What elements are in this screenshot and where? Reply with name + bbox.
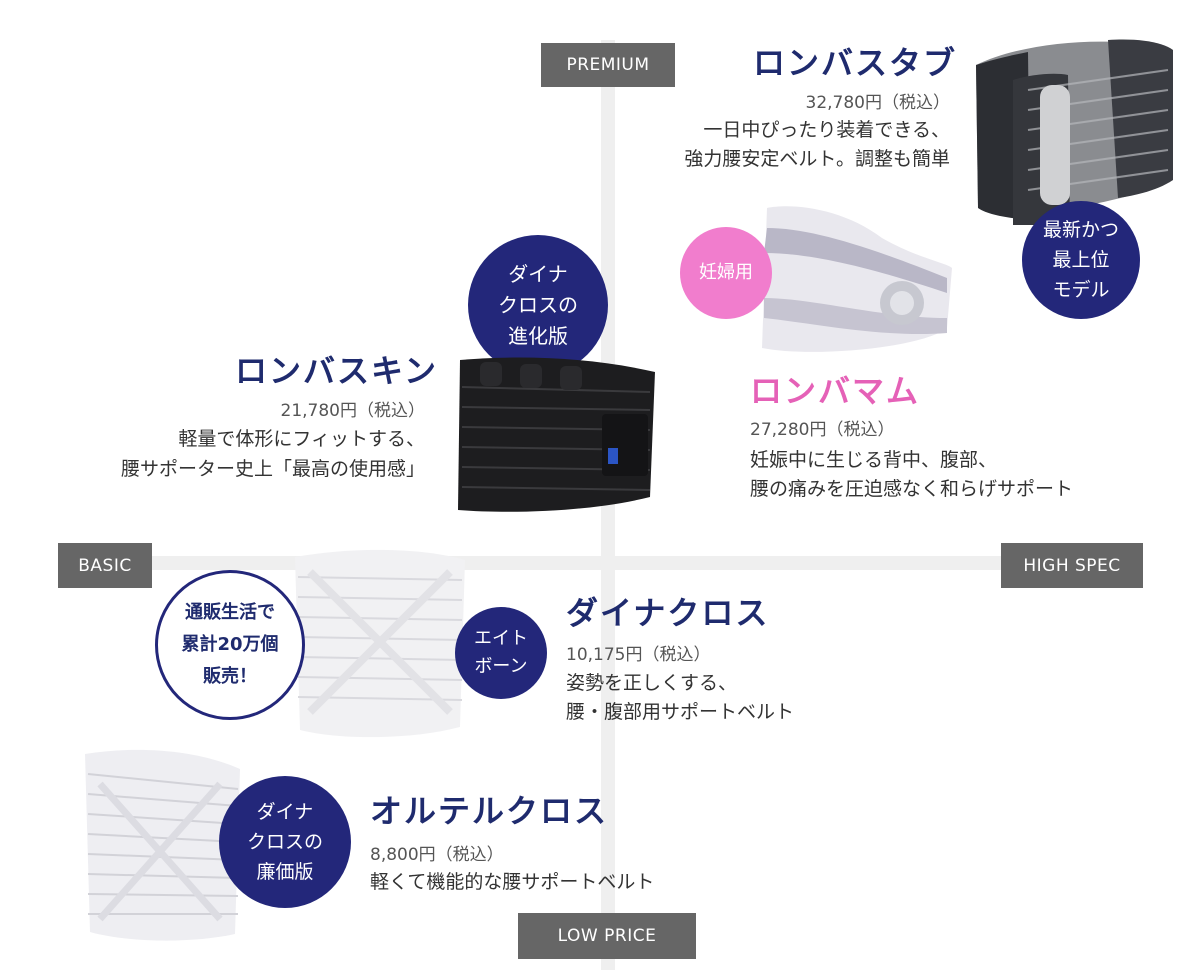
product-desc-lonbaskin-1: 軽量で体形にフィットする、 xyxy=(178,428,425,450)
product-desc-lonbamam-2: 腰の痛みを圧迫感なく和らげサポート xyxy=(750,478,1074,500)
badge-orteru-budget: ダイナ クロスの 廉価版 xyxy=(219,776,351,908)
orteru-belt-image xyxy=(85,749,240,941)
lonbaskin-belt-image xyxy=(458,357,655,512)
product-price-dynacross: 10,175円（税込） xyxy=(566,645,711,665)
badge-lonbamam-maternity: 妊婦用 xyxy=(680,227,772,319)
lonbamam-belt-image xyxy=(762,206,952,352)
product-name-lonbamam: ロンバマム xyxy=(750,372,921,410)
badge-dynacross-sales: 通販生活で 累計20万個 販売！ xyxy=(155,570,305,720)
badge-lonbastab-latest: 最新かつ 最上位 モデル xyxy=(1022,201,1140,319)
product-name-lonbastab: ロンバスタブ xyxy=(753,44,958,82)
product-desc-dynacross-2: 腰・腹部用サポートベルト xyxy=(566,701,795,723)
axis-label-high-spec: HIGH SPEC xyxy=(1001,543,1143,588)
product-desc-dynacross-1: 姿勢を正しくする、 xyxy=(566,672,738,694)
product-price-lonbastab: 32,780円（税込） xyxy=(805,93,950,113)
product-desc-lonbaskin-2: 腰サポーター史上「最高の使用感」 xyxy=(120,458,425,480)
product-name-lonbaskin: ロンバスキン xyxy=(235,352,439,390)
dynacross-belt-image xyxy=(295,549,465,738)
axis-label-basic: BASIC xyxy=(58,543,152,588)
axis-label-low-price: LOW PRICE xyxy=(518,913,696,959)
product-price-lonbaskin: 21,780円（税込） xyxy=(280,401,425,421)
badge-dynacross-eightbone: エイト ボーン xyxy=(455,607,547,699)
product-price-lonbamam: 27,280円（税込） xyxy=(750,420,895,440)
badge-lonbaskin-evolution: ダイナ クロスの 進化版 xyxy=(468,235,608,375)
product-price-orteru: 8,800円（税込） xyxy=(370,845,504,865)
product-desc-lonbastab-2: 強力腰安定ベルト。調整も簡単 xyxy=(684,148,950,170)
horizontal-axis xyxy=(60,556,1140,570)
product-desc-lonbamam-1: 妊娠中に生じる背中、腹部、 xyxy=(750,449,998,471)
product-desc-lonbastab-1: 一日中ぴったり装着できる、 xyxy=(703,119,950,141)
axis-label-premium: PREMIUM xyxy=(541,43,675,87)
product-name-dynacross: ダイナクロス xyxy=(566,594,770,632)
product-desc-orteru-1: 軽くて機能的な腰サポートベルト xyxy=(370,871,655,893)
product-name-orteru: オルテルクロス xyxy=(370,792,609,830)
lonbastab-belt-image xyxy=(976,39,1173,225)
